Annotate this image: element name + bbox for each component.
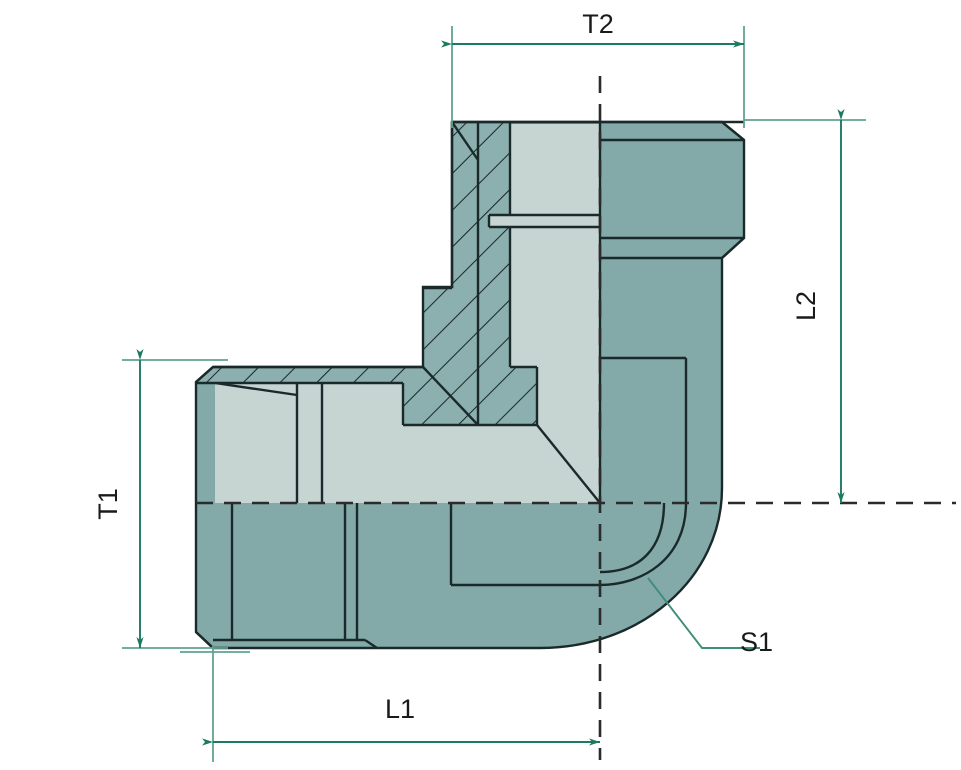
s1-leader-line (647, 577, 760, 649)
dimension-annotations: T2 L2 T1 L1 (93, 9, 866, 762)
left-bore-light-overlay (215, 383, 600, 503)
left-nut-chamfer-upper (195, 366, 214, 383)
left-nut-bottom-chamfer-right (364, 639, 378, 649)
bore-corner-chamfer-upper (422, 366, 479, 426)
dimension-T2: T2 (441, 9, 745, 128)
elbow-inner-arc2 (599, 502, 666, 574)
left-nut-angle (214, 381, 298, 397)
fitting-body (194, 120, 746, 650)
outer-silhouette (194, 120, 746, 650)
leader-S1: S1 (647, 577, 773, 657)
lower-half-body (196, 488, 722, 648)
dimension-label-t2: T2 (582, 9, 614, 39)
dimension-label-l2: L2 (791, 291, 821, 321)
elbow-inner-arc (599, 502, 688, 587)
left-nut-chamfer-lower (195, 631, 214, 649)
leader-label-s1: S1 (740, 627, 773, 657)
vertical-relief-angle (451, 121, 479, 161)
vertical-nut-chamfer-bottom (721, 237, 745, 259)
vertical-nut-chamfer-top (721, 121, 745, 141)
dimension-label-l1: L1 (385, 694, 415, 724)
vertical-bore-light-overlay (489, 124, 600, 503)
dimension-T1: T1 (93, 349, 228, 649)
centerlines (196, 76, 956, 760)
dimension-label-t1: T1 (93, 488, 123, 520)
dimension-L2: L2 (744, 109, 866, 503)
dimension-L1: L1 (180, 645, 600, 762)
bore-corner-chamfer (536, 424, 601, 504)
